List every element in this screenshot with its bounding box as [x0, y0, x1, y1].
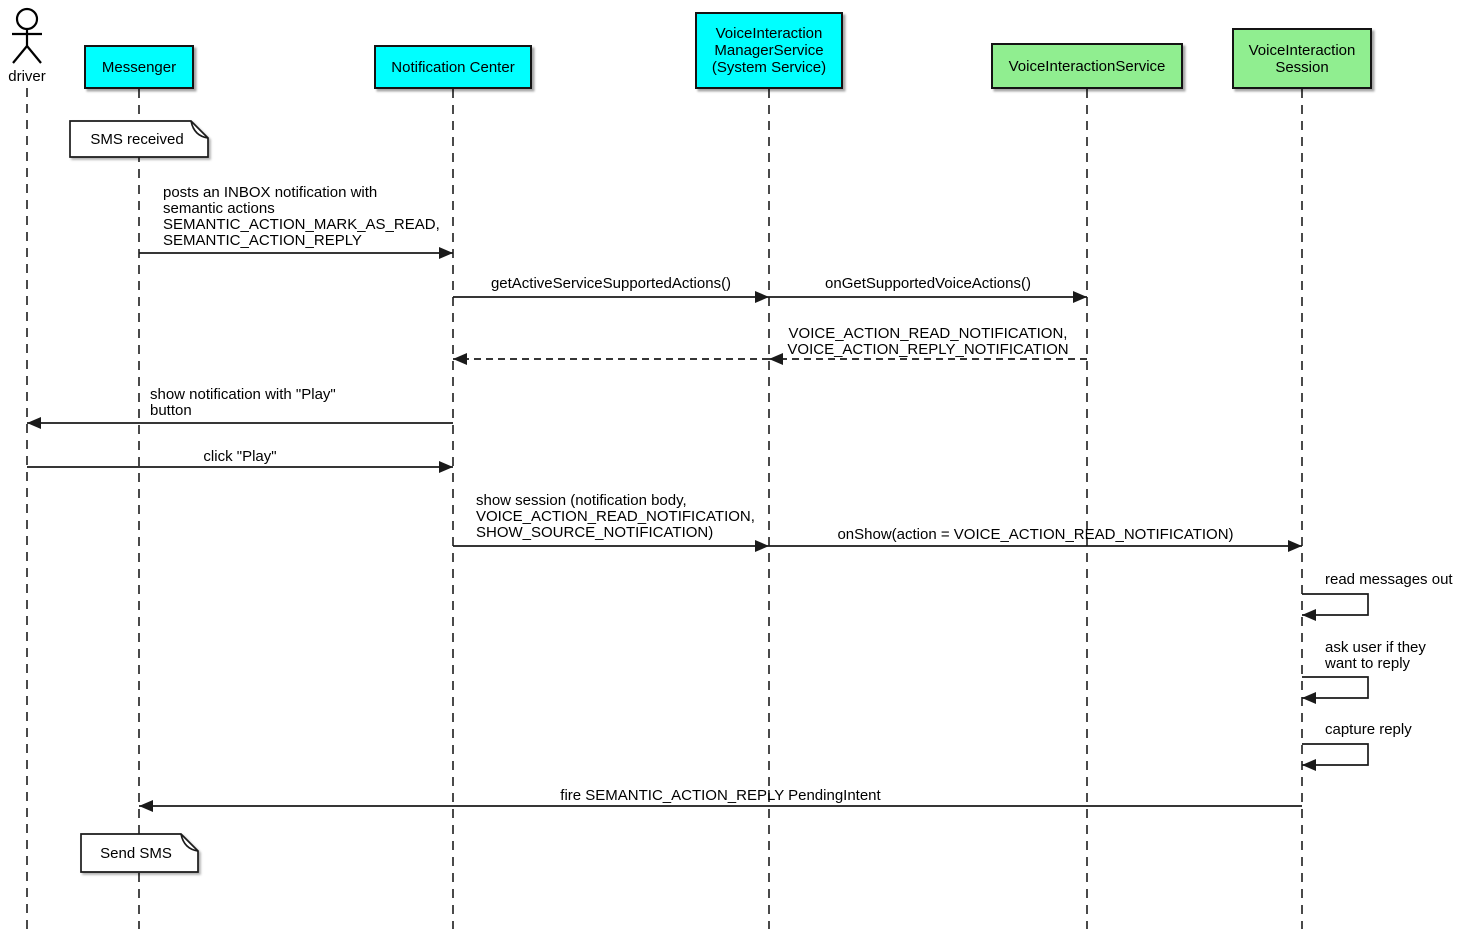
self-arrow-ask-user-reply	[1302, 676, 1369, 704]
message-show-notification-label: show notification with "Play" button	[150, 386, 336, 419]
note-send-sms: Send SMS	[100, 844, 172, 862]
note-sms-received: SMS received	[90, 130, 184, 148]
message-show-session-label: show session (notification body, VOICE_A…	[476, 492, 755, 541]
note-sms-received-shape	[69, 120, 209, 158]
message-on-show-label: onShow(action = VOICE_ACTION_READ_NOTIFI…	[837, 526, 1234, 543]
note-sms-received-fold	[190, 120, 209, 139]
note-send-sms-shape	[80, 833, 199, 873]
message-posts-inbox-notification-label: posts an INBOX notification with semanti…	[163, 184, 440, 249]
message-on-get-supported-voice-actions-label: onGetSupportedVoiceActions()	[825, 275, 1031, 292]
message-click-play-label: click "Play"	[203, 448, 277, 465]
participant-driver-label: driver	[8, 68, 46, 85]
self-arrow-read-messages-out	[1302, 593, 1369, 621]
message-ask-user-reply-label: ask user if they want to reply	[1325, 639, 1426, 672]
note-send-sms-fold	[180, 833, 199, 852]
participant-voice-interaction-session: VoiceInteraction Session	[1232, 28, 1372, 89]
message-return-voice-actions-label: VOICE_ACTION_READ_NOTIFICATION, VOICE_AC…	[787, 325, 1069, 358]
participant-messenger: Messenger	[84, 45, 194, 89]
message-read-messages-out-label: read messages out	[1325, 571, 1453, 588]
participant-voice-interaction-manager-service: VoiceInteraction ManagerService (System …	[695, 12, 843, 89]
participant-voice-interaction-service: VoiceInteractionService	[991, 43, 1183, 89]
message-fire-semantic-action-reply-label: fire SEMANTIC_ACTION_REPLY PendingIntent	[560, 787, 881, 804]
message-get-active-service-supported-actions-label: getActiveServiceSupportedActions()	[490, 275, 732, 292]
self-arrow-capture-reply	[1302, 743, 1369, 771]
actor-driver-icon	[12, 7, 42, 64]
message-capture-reply-label: capture reply	[1325, 721, 1412, 738]
participant-notification-center: Notification Center	[374, 45, 532, 89]
